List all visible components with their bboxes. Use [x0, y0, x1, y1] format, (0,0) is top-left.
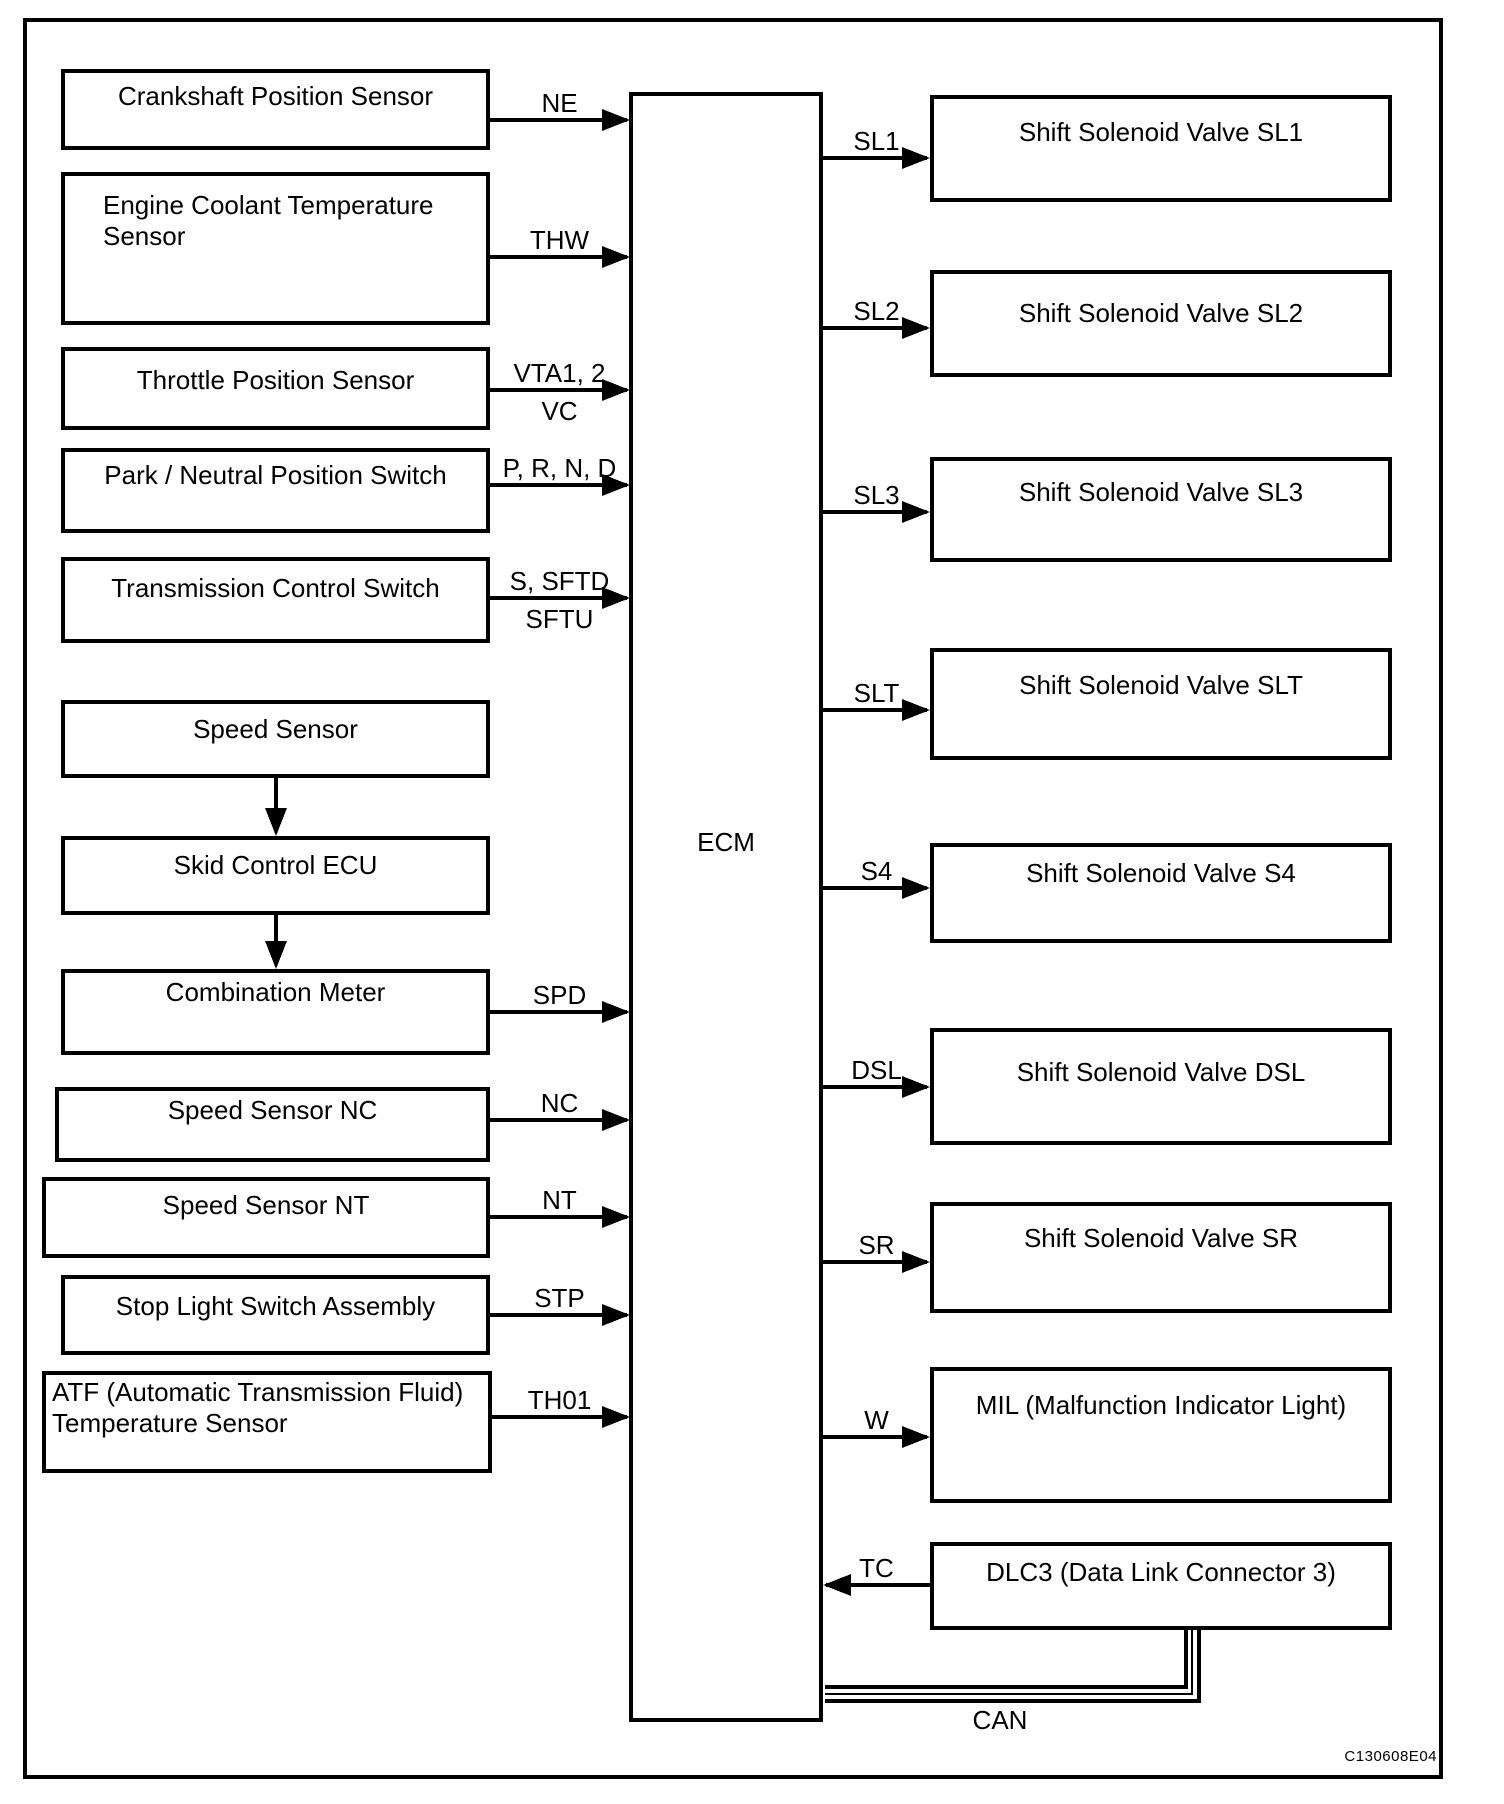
signal-s4: S4 [860, 856, 893, 886]
box-label: Shift Solenoid Valve SR [1023, 1223, 1299, 1253]
box-label: Shift Solenoid Valve SL2 [1018, 298, 1304, 328]
signal-thw: THW [529, 225, 590, 255]
can-bus-label: CAN [972, 1705, 1028, 1735]
box-shift-solenoid-valve-sl3: Shift Solenoid Valve SL3 [930, 457, 1392, 562]
box-dlc3-data-link-connector-3: DLC3 (Data Link Connector 3) [930, 1542, 1392, 1630]
signal-dsl: DSL [851, 1055, 902, 1085]
box-speed-sensor: Speed Sensor [61, 700, 490, 778]
box-shift-solenoid-valve-dsl: Shift Solenoid Valve DSL [930, 1028, 1392, 1145]
signal-th01: TH01 [527, 1385, 592, 1415]
signal-slt: SLT [853, 678, 900, 708]
box-stop-light-switch-assembly: Stop Light Switch Assembly [61, 1275, 490, 1355]
box-park-neutral-position-switch: Park / Neutral Position Switch [61, 448, 490, 533]
signal-sl2: SL2 [853, 296, 900, 326]
box-combination-meter: Combination Meter [61, 969, 490, 1055]
signal-nc: NC [540, 1088, 579, 1118]
diagram-border [23, 18, 1443, 1779]
signal-ne: NE [541, 88, 578, 118]
ecm-label: ECM [697, 827, 755, 857]
signal-spd: SPD [532, 980, 587, 1010]
signal-sr: SR [858, 1230, 895, 1260]
box-label: Combination Meter [165, 977, 386, 1007]
box-label: Speed Sensor NC [167, 1095, 378, 1125]
box-label: Skid Control ECU [173, 850, 378, 880]
box-shift-solenoid-valve-s4: Shift Solenoid Valve S4 [930, 843, 1392, 943]
box-label: Shift Solenoid Valve SL1 [1018, 117, 1304, 147]
signal-prnd: P, R, N, D [502, 453, 617, 483]
box-label: Transmission Control Switch [111, 573, 440, 603]
box-mil-malfunction-indicator-light: MIL (Malfunction Indicator Light) [930, 1367, 1392, 1503]
box-label: Stop Light Switch Assembly [115, 1291, 436, 1321]
box-shift-solenoid-valve-sr: Shift Solenoid Valve SR [930, 1202, 1392, 1313]
box-label: Engine Coolant Temperature Sensor [103, 190, 434, 251]
box-label: Throttle Position Sensor [136, 365, 415, 395]
box-label: Speed Sensor [193, 714, 358, 744]
box-speed-sensor-nt: Speed Sensor NT [42, 1177, 490, 1258]
signal-sl1: SL1 [853, 126, 900, 156]
signal-sftu: SFTU [525, 604, 594, 634]
signal-sftd: S, SFTD [509, 566, 610, 596]
box-throttle-position-sensor: Throttle Position Sensor [61, 347, 490, 430]
box-label: Shift Solenoid Valve SL3 [1018, 477, 1304, 507]
box-label: Crankshaft Position Sensor [117, 81, 434, 111]
figure-code: C130608E04 [1344, 1748, 1437, 1765]
signal-vc: VC [541, 396, 578, 426]
box-label: DLC3 (Data Link Connector 3) [986, 1557, 1336, 1587]
box-transmission-control-switch: Transmission Control Switch [61, 557, 490, 643]
signal-stp: STP [534, 1283, 585, 1313]
box-label: Speed Sensor NT [162, 1190, 370, 1220]
signal-w: W [864, 1405, 889, 1435]
box-label: Shift Solenoid Valve DSL [1016, 1057, 1306, 1087]
box-atf-temperature-sensor: ATF (Automatic Transmission Fluid) Tempe… [42, 1371, 492, 1473]
box-ecm [629, 92, 823, 1722]
box-label: Shift Solenoid Valve S4 [1026, 858, 1296, 888]
box-skid-control-ecu: Skid Control ECU [61, 836, 490, 915]
box-crankshaft-position-sensor: Crankshaft Position Sensor [61, 69, 490, 150]
box-shift-solenoid-valve-sl1: Shift Solenoid Valve SL1 [930, 95, 1392, 202]
box-shift-solenoid-valve-sl2: Shift Solenoid Valve SL2 [930, 270, 1392, 377]
box-label: MIL (Malfunction Indicator Light) [975, 1390, 1347, 1420]
box-shift-solenoid-valve-slt: Shift Solenoid Valve SLT [930, 648, 1392, 760]
signal-tc: TC [859, 1553, 894, 1583]
box-engine-coolant-temperature-sensor: Engine Coolant Temperature Sensor [61, 172, 490, 325]
signal-sl3: SL3 [853, 480, 900, 510]
box-label: Shift Solenoid Valve SLT [1019, 670, 1303, 700]
box-label: Park / Neutral Position Switch [104, 460, 447, 490]
signal-nt: NT [542, 1185, 577, 1215]
box-label: ATF (Automatic Transmission Fluid) Tempe… [52, 1377, 464, 1438]
signal-vta: VTA1, 2 [513, 358, 606, 388]
box-speed-sensor-nc: Speed Sensor NC [55, 1087, 490, 1162]
